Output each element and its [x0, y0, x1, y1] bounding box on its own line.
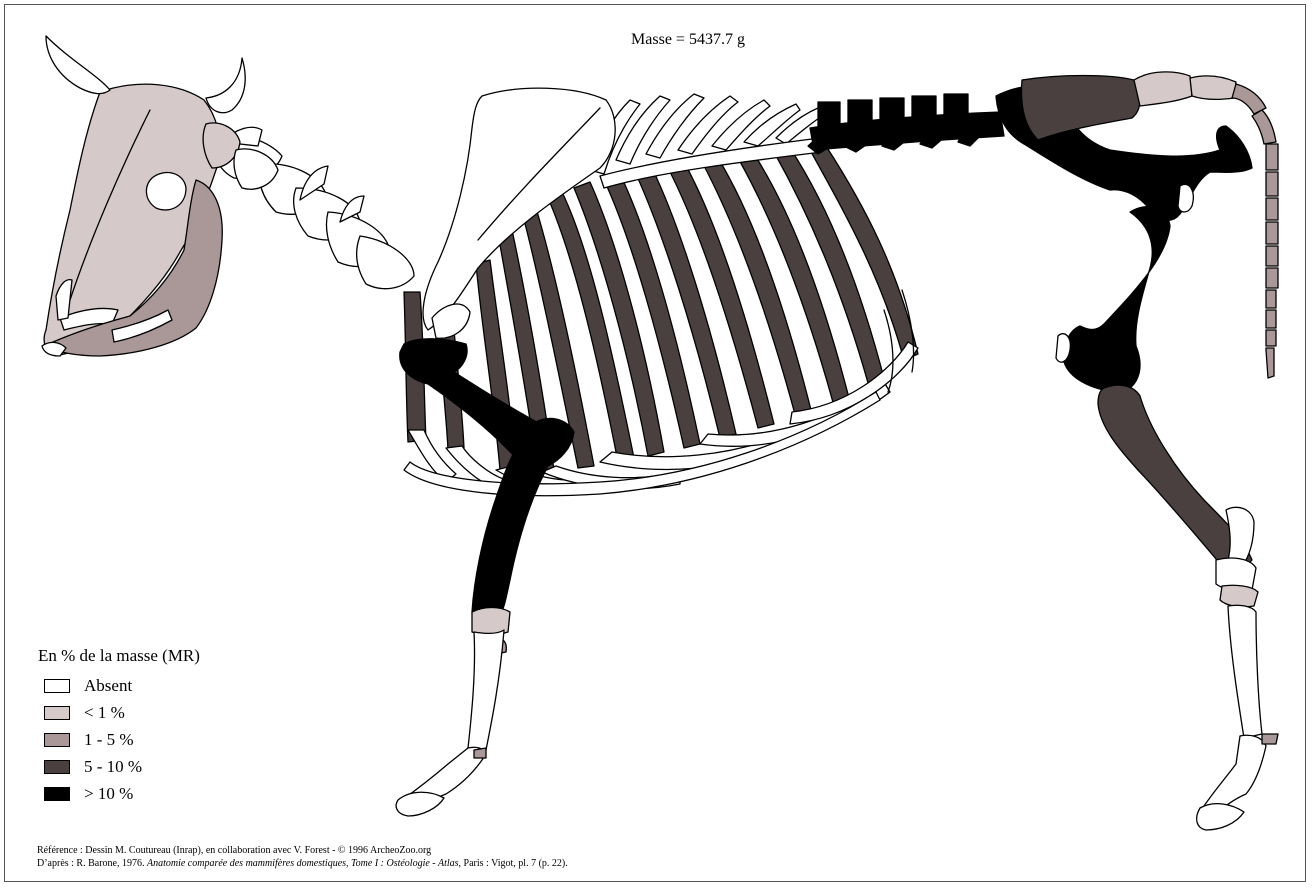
- legend-item-gt10: > 10 %: [38, 782, 200, 806]
- front-hoof: [396, 792, 444, 816]
- orbit: [146, 173, 186, 210]
- hind-hoof: [1197, 804, 1244, 830]
- radius-ulna: [472, 418, 574, 614]
- legend: En % de la masse (MR) Absent < 1 % 1 - 5…: [38, 646, 200, 809]
- lumbar-vertebrae: [808, 94, 1004, 154]
- reference-suffix: , Paris : Vigot, pl. 7 (p. 22).: [459, 858, 568, 869]
- reference-line-2: D’après : R. Barone, 1976. Anatomie comp…: [37, 857, 568, 870]
- hind-tarsal-lt1: [1220, 585, 1258, 607]
- horn-right: [206, 58, 245, 113]
- legend-label: 1 - 5 %: [84, 730, 134, 750]
- reference-footer: Référence : Dessin M. Coutureau (Inrap),…: [37, 844, 568, 870]
- legend-swatch: [44, 787, 70, 801]
- horn-left: [46, 36, 110, 94]
- legend-swatch: [44, 760, 70, 774]
- legend-label: Absent: [84, 676, 132, 696]
- legend-item-absent: Absent: [38, 674, 200, 698]
- legend-swatch: [44, 733, 70, 747]
- reference-line-1: Référence : Dessin M. Coutureau (Inrap),…: [37, 844, 568, 857]
- legend-title: En % de la masse (MR): [38, 646, 200, 666]
- tibia: [1098, 385, 1252, 569]
- legend-item-1-5: 1 - 5 %: [38, 728, 200, 752]
- legend-swatch: [44, 706, 70, 720]
- sacrum: [1022, 76, 1140, 141]
- reference-title: Anatomie comparée des mammifères domesti…: [147, 858, 459, 869]
- obturator-foramen: [1178, 184, 1193, 212]
- hind-dewclaw: [1262, 734, 1278, 744]
- reference-prefix: D’après : R. Barone, 1976.: [37, 858, 147, 869]
- hind-metatarsus: [1228, 605, 1262, 738]
- legend-item-5-10: 5 - 10 %: [38, 755, 200, 779]
- legend-label: > 10 %: [84, 784, 133, 804]
- legend-label: < 1 %: [84, 703, 125, 723]
- femur: [1064, 207, 1170, 392]
- front-metacarpus: [468, 630, 504, 750]
- legend-swatch: [44, 679, 70, 693]
- legend-label: 5 - 10 %: [84, 757, 142, 777]
- front-dewclaw: [474, 748, 486, 758]
- legend-item-lt1: < 1 %: [38, 701, 200, 725]
